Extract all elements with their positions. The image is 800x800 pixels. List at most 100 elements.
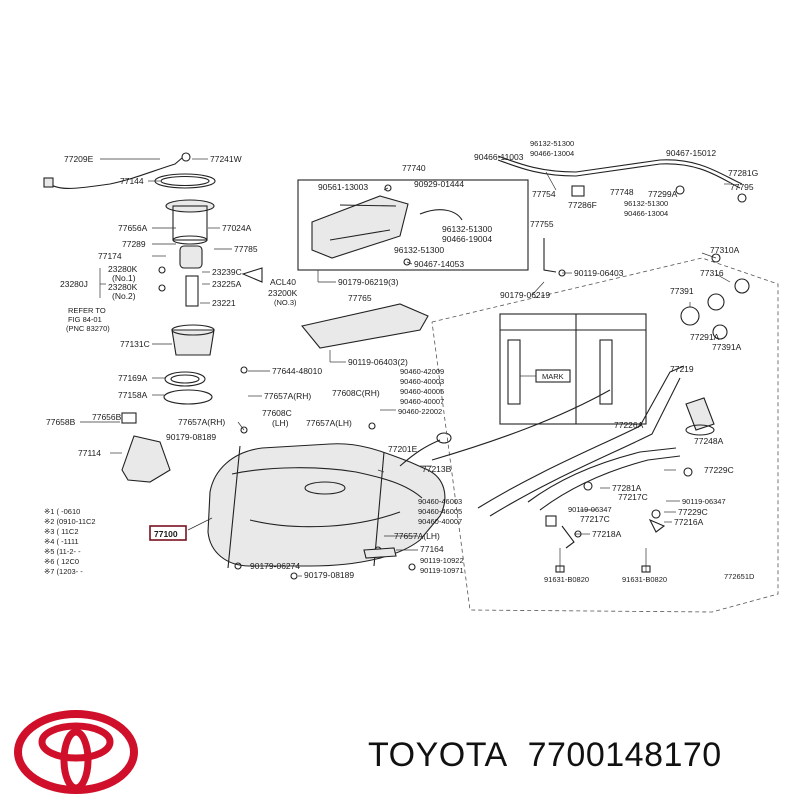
footnote: ※1 ( -0610	[44, 507, 80, 516]
part-label: 96132-51300	[530, 139, 574, 148]
part-label: 77391A	[712, 342, 742, 352]
part-label: (PNC 83270)	[66, 324, 110, 333]
part-label: 77286F	[568, 200, 597, 210]
part-label: 90929-01444	[414, 179, 464, 189]
part-label: 90179-08189	[166, 432, 216, 442]
part-label: 77748	[610, 187, 634, 197]
part-label: 90460-42009	[400, 367, 444, 376]
part-label: 90460-40003	[400, 377, 444, 386]
part-label: 90119-06347	[682, 497, 726, 506]
highlight-box	[149, 525, 187, 541]
part-label: 77114	[78, 448, 101, 458]
part-label: 90179-08189	[304, 570, 354, 580]
part-label: 77281A	[612, 483, 642, 493]
part-label: 23200K	[268, 288, 298, 298]
part-label: 96132-51300	[624, 199, 668, 208]
brand-name: TOYOTA	[368, 736, 508, 774]
part-label: 77213B	[422, 464, 452, 474]
part-label: 77656B	[92, 412, 122, 422]
part-label: (LH)	[272, 418, 289, 428]
footnote: ※4 ( -1111	[44, 537, 79, 546]
part-label: 77656A	[118, 223, 148, 233]
part-label: 90466-13004	[624, 209, 668, 218]
fuel-tank	[207, 366, 452, 580]
part-label: 77795	[730, 182, 754, 192]
part-label: 90466-13004	[530, 149, 574, 158]
part-label: 90467-15012	[666, 148, 716, 158]
part-label: 23225A	[212, 279, 242, 289]
part-label: FIG 84-01	[68, 315, 102, 324]
part-label: 23221	[212, 298, 236, 308]
part-label: 77608C	[262, 408, 292, 418]
footnote: ※7 (1203- -	[44, 567, 83, 576]
part-label: 90460-22002	[398, 407, 442, 416]
part-label: 90119-06403	[574, 268, 624, 278]
part-label: (No.1)	[112, 273, 136, 283]
part-label: 91631-B0820	[622, 575, 667, 584]
part-label: (No.2)	[112, 291, 136, 301]
part-label: 77765	[348, 293, 372, 303]
part-label: 91631-B0820	[544, 575, 589, 584]
part-label: 90179-06219(3)	[338, 277, 399, 287]
toyota-logo-icon	[14, 710, 138, 794]
part-label: 77218A	[592, 529, 622, 539]
part-label: 90119-06403(2)	[348, 357, 408, 367]
part-label: 90467-14053	[414, 259, 464, 269]
part-label: 77164	[420, 544, 444, 554]
part-label: 77201E	[388, 444, 418, 454]
footnote: ※5 (11-2- -	[44, 547, 81, 556]
part-label: 77229C	[678, 507, 708, 517]
part-label: (NO.3)	[274, 298, 297, 307]
diagram-ref: 772651D	[724, 572, 755, 581]
part-label: 77226A	[614, 420, 644, 430]
part-label: MARK	[542, 372, 564, 381]
footnote: ※2 (0910-11C2	[44, 517, 96, 526]
filler-pipe-assembly	[431, 155, 779, 613]
part-label: 77174	[98, 251, 122, 261]
part-label: 77657A(LH)	[394, 531, 440, 541]
part-label: 77219	[670, 364, 694, 374]
part-label: 77644-48010	[272, 366, 322, 376]
part-label: 23280J	[60, 279, 88, 289]
part-label: 77158A	[118, 390, 148, 400]
part-label: 90561-13003	[318, 182, 368, 192]
part-label: 77229C	[704, 465, 734, 475]
part-label: 77217C	[618, 492, 648, 502]
part-label: 77657A(RH)	[178, 417, 225, 427]
part-label: 77024A	[222, 223, 252, 233]
part-label: 77657A(LH)	[306, 418, 352, 428]
footnote: ※6 ( 12C0	[44, 557, 79, 566]
part-label: 77281G	[728, 168, 758, 178]
part-label: 77169A	[118, 373, 148, 383]
part-label: 90466-19004	[442, 234, 492, 244]
leader-lines	[80, 158, 731, 577]
part-label: 77740	[402, 163, 426, 173]
part-label: 77658B	[46, 417, 76, 427]
part-label: REFER TO	[68, 306, 106, 315]
part-label: 77291A	[690, 332, 720, 342]
part-label: 77310A	[710, 245, 740, 255]
part-label: 23239C	[212, 267, 242, 277]
part-label: 90119-06347	[568, 505, 612, 514]
part-label: 96132-51300	[394, 245, 444, 255]
part-label: 77131C	[120, 339, 150, 349]
part-label: 77216A	[674, 517, 704, 527]
part-label: 90460-40007	[400, 397, 444, 406]
part-label: 77217C	[580, 514, 610, 524]
part-label: 23280K	[108, 282, 138, 292]
part-label: 90460-40007	[418, 517, 462, 526]
part-label: 96132-51300	[442, 224, 492, 234]
part-label: 77391	[670, 286, 694, 296]
part-label: 90179-06219	[500, 290, 550, 300]
part-label: 77241W	[210, 154, 242, 164]
brand-caption: TOYOTA 7700148170	[368, 736, 722, 775]
part-label-highlighted: 77100	[154, 529, 178, 539]
part-label: 77754	[532, 189, 556, 199]
part-label: 90466-11003	[474, 152, 524, 162]
part-label: 90179-06274	[250, 561, 300, 571]
part-label: 77657A(RH)	[264, 391, 311, 401]
canister-assembly	[297, 179, 529, 362]
part-labels: 77209E 77241W 77144 77656A 77024A 77289 …	[46, 139, 758, 584]
part-label: 77144	[120, 176, 144, 186]
part-label: 77316	[700, 268, 724, 278]
